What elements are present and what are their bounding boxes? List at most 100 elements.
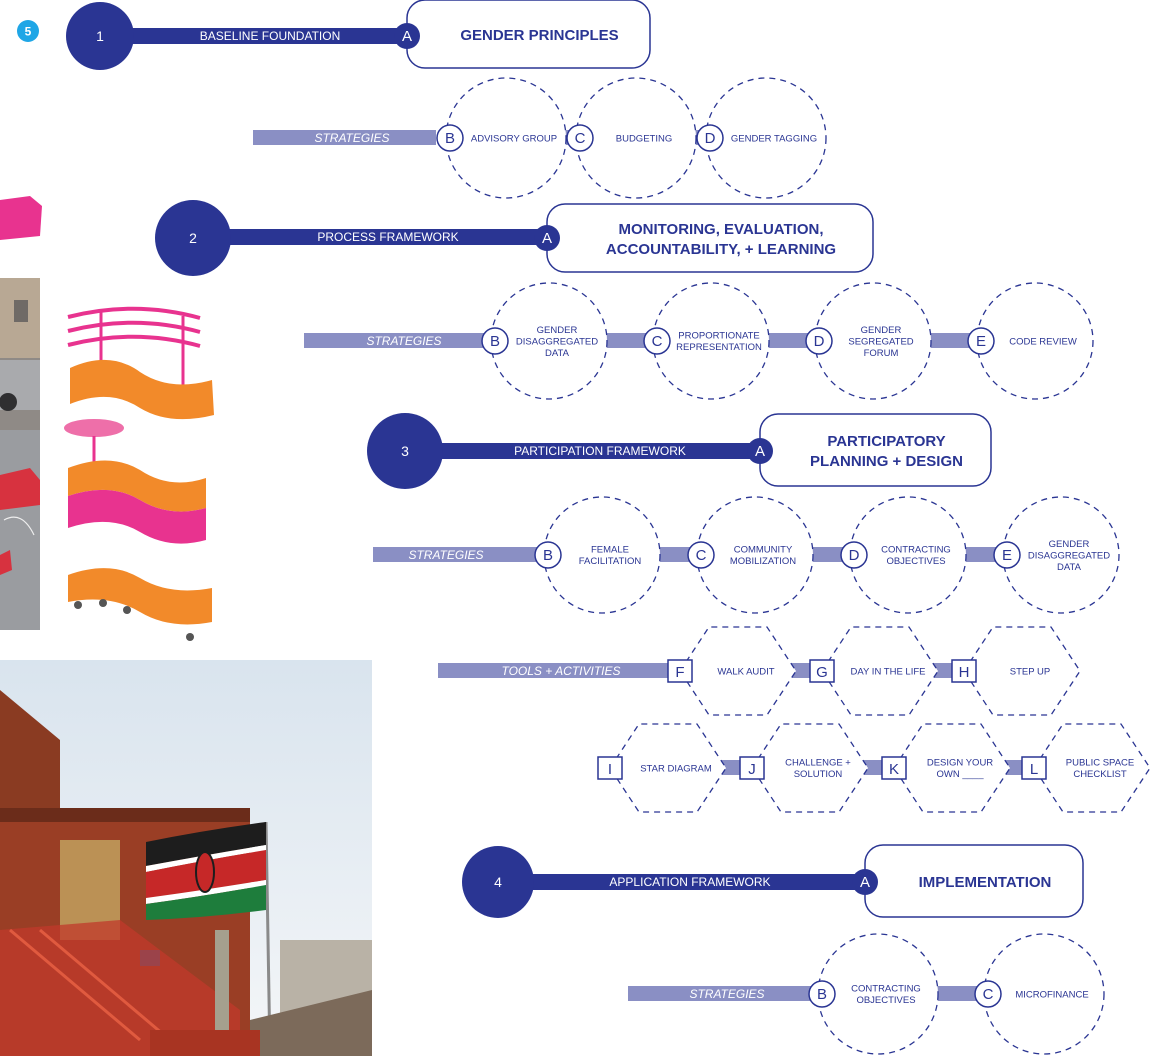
pink-seat-fragment: [0, 196, 42, 240]
tool-text: CHALLENGE +: [785, 758, 851, 769]
strategy-letter: C: [575, 130, 586, 147]
tier-4: 4 APPLICATION FRAMEWORK A IMPLEMENTATION STR…: [462, 844, 1105, 1055]
strategy-text: ADVISORY GROUP: [471, 133, 557, 144]
strategy-letter: B: [445, 130, 455, 147]
tool-letter-box: [809, 659, 835, 683]
tool-letter: J: [748, 761, 756, 778]
bench-with-table: [64, 419, 206, 544]
strategy-text: DISAGGREGATED: [1028, 550, 1110, 561]
tier-number-circle: [66, 2, 134, 70]
strategy-letter: C: [983, 986, 994, 1003]
tool-letter-box: [739, 756, 765, 780]
strategies-label: STRATEGIES: [408, 548, 483, 562]
tool-text: DESIGN YOUR: [927, 758, 993, 769]
strategy-node: C MICROFINANCE: [974, 933, 1105, 1055]
strategy-letter: D: [849, 547, 860, 564]
framework-label: PROCESS FRAMEWORK: [317, 230, 458, 244]
strategy-text: GENDER: [1049, 539, 1090, 550]
strategy-text: BUDGETING: [616, 133, 672, 144]
tier-number: 2: [189, 230, 197, 246]
strategy-text: OBJECTIVES: [886, 556, 945, 567]
strategy-node: B ADVISORY GROUP: [436, 77, 567, 199]
tool-letter: K: [889, 761, 899, 778]
framework-bar: [128, 28, 406, 44]
strategy-letter-circle: [696, 124, 724, 152]
tier-number-circle: [155, 200, 231, 276]
strategy-letter-circle: [566, 124, 594, 152]
tool-letter-box: [597, 756, 623, 780]
strategy-text: DISAGGREGATED: [516, 336, 598, 347]
tools-bar: [438, 663, 678, 678]
framework-bar: [222, 229, 548, 245]
tools-label: TOOLS + ACTIVITIES: [501, 664, 620, 678]
strategy-text: FACILITATION: [579, 556, 642, 567]
strategy-text: MICROFINANCE: [1015, 989, 1088, 1000]
strategy-letter: C: [652, 333, 663, 350]
strategy-letter: B: [543, 547, 553, 564]
tool-dashed-hexagon: [609, 723, 727, 813]
tool-letter: F: [675, 664, 684, 681]
bench-on-wheels: [68, 568, 212, 641]
strategies-label: STRATEGIES: [314, 131, 389, 145]
tool-node: F WALK AUDIT: [667, 626, 797, 716]
tier-number-circle: [462, 846, 534, 918]
strategy-text: COMMUNITY: [734, 545, 793, 556]
strategy-letter-circle: [436, 124, 464, 152]
tool-text: SOLUTION: [794, 769, 843, 780]
tool-letter: L: [1030, 761, 1038, 778]
tool-letter-box: [1021, 756, 1047, 780]
principle-letter: A: [542, 230, 552, 247]
principle-title: MONITORING, EVALUATION,: [619, 221, 824, 238]
strategy-text: CODE REVIEW: [1009, 336, 1077, 347]
strategy-text: MOBILIZATION: [730, 556, 796, 567]
tool-text: DAY IN THE LIFE: [851, 666, 926, 677]
tool-letter: I: [608, 761, 612, 778]
tool-text: PUBLIC SPACE: [1066, 758, 1134, 769]
principle-letter: A: [860, 874, 870, 891]
principle-letter-circle: [747, 438, 773, 464]
strategy-text: FEMALE: [591, 545, 629, 556]
strategies-bar: [628, 986, 813, 1001]
tool-letter: H: [959, 664, 970, 681]
tool-dashed-hexagon: [679, 626, 797, 716]
strategy-letter-circle: [808, 980, 836, 1008]
strategy-letter-circle: [974, 980, 1002, 1008]
tool-text: WALK AUDIT: [717, 666, 774, 677]
principle-title: IMPLEMENTATION: [919, 874, 1052, 891]
principle-title: GENDER PRINCIPLES: [460, 27, 618, 44]
principle-letter: A: [755, 443, 765, 460]
tool-letter-box: [881, 756, 907, 780]
principle-letter-circle: [394, 23, 420, 49]
strategy-letter-circle: [805, 327, 833, 355]
strategy-letter-circle: [967, 327, 995, 355]
strategy-text: SEGREGATED: [848, 336, 913, 347]
page-number-text: 5: [25, 25, 32, 39]
framework-label: APPLICATION FRAMEWORK: [609, 875, 770, 889]
strategy-letter-circle: [687, 541, 715, 569]
strategy-letter: B: [490, 333, 500, 350]
strategies-label: STRATEGIES: [689, 987, 764, 1001]
strategy-letter-circle: [643, 327, 671, 355]
strategies-bar: [304, 333, 484, 348]
principle-title: PLANNING + DESIGN: [810, 453, 963, 470]
tier-number: 4: [494, 874, 502, 890]
tool-node: J CHALLENGE +SOLUTION: [739, 723, 869, 813]
strategy-letter-circle: [481, 327, 509, 355]
tool-dashed-hexagon: [893, 723, 1011, 813]
tool-dashed-hexagon: [1033, 723, 1151, 813]
tier-number-circle: [367, 413, 443, 489]
strategies-bar: [373, 547, 548, 562]
